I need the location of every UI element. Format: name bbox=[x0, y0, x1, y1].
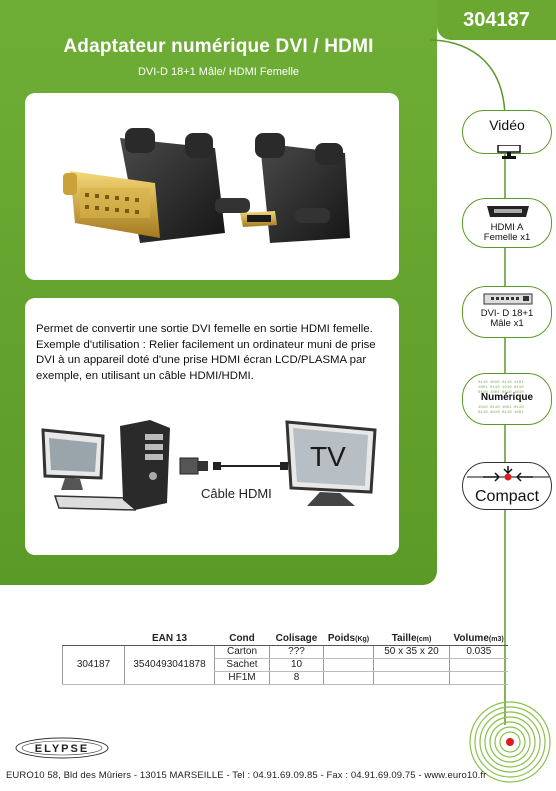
green-panel: Adaptateur numérique DVI / HDMI DVI-D 18… bbox=[0, 0, 437, 585]
tv-label: TV bbox=[310, 441, 346, 472]
product-subtitle: DVI-D 18+1 Mâle/ HDMI Femelle bbox=[137, 66, 300, 78]
table-header-row: EAN 13 Cond Colisage Poids(Kg) Taille(cm… bbox=[62, 632, 508, 646]
header-colisage: Colisage bbox=[269, 632, 324, 646]
poids-cell bbox=[323, 671, 374, 685]
description-text: Permet de convertir une sortie DVI femel… bbox=[36, 323, 376, 382]
ean-cell: 3540493041878 bbox=[124, 645, 215, 685]
description-box: Permet de convertir une sortie DVI femel… bbox=[25, 298, 399, 555]
colisage-cell: 10 bbox=[269, 658, 324, 672]
taille-cell: 50 x 35 x 20 bbox=[373, 645, 450, 659]
hdmi-badge: HDMI A Femelle x1 bbox=[462, 198, 552, 248]
numerique-label: Numérique bbox=[480, 392, 534, 403]
target-rings-icon bbox=[469, 701, 551, 783]
connection-diagram: TV bbox=[41, 420, 377, 511]
table-row: Sachet 10 bbox=[63, 658, 508, 672]
poids-cell bbox=[323, 645, 374, 659]
dvi-type: DVI- D 18+1 bbox=[480, 308, 534, 319]
dvi-port-icon bbox=[483, 293, 533, 305]
product-title: Adaptateur numérique DVI / HDMI bbox=[63, 36, 374, 57]
taille-cell bbox=[373, 671, 450, 685]
packaging-table: EAN 13 Cond Colisage Poids(Kg) Taille(cm… bbox=[62, 632, 508, 685]
volume-cell: 0.035 bbox=[448, 645, 508, 659]
cable-label: Câble HDMI bbox=[201, 486, 272, 501]
product-photo bbox=[25, 93, 399, 280]
volume-cell bbox=[448, 658, 508, 672]
header-taille: Taille(cm) bbox=[373, 632, 450, 646]
taille-cell bbox=[373, 658, 450, 672]
dvi-badge: DVI- D 18+1 Mâle x1 bbox=[462, 286, 552, 338]
footer-contact: EURO10 58, Bld des Mûriers - 13015 MARSE… bbox=[6, 770, 487, 781]
adapter-image bbox=[63, 128, 350, 243]
compact-label: Compact bbox=[474, 488, 540, 505]
svg-text:0110 1001 0110 1010: 0110 1001 0110 1010 bbox=[478, 391, 524, 395]
product-code-tab: 304187 bbox=[437, 0, 556, 40]
dvi-count: Mâle x1 bbox=[490, 318, 524, 329]
volume-cell bbox=[448, 671, 508, 685]
compact-arrows-icon bbox=[467, 466, 549, 482]
cond-cell: HF1M bbox=[214, 671, 270, 685]
colisage-cell: 8 bbox=[269, 671, 324, 685]
monitor-icon bbox=[497, 145, 521, 159]
svg-text:0110 1010 0110 1101: 0110 1010 0110 1101 bbox=[478, 381, 524, 385]
hdmi-type: HDMI A bbox=[490, 222, 524, 233]
cond-cell: Carton bbox=[214, 645, 270, 659]
svg-text:1010 0110 1001 0110: 1010 0110 1001 0110 bbox=[478, 406, 524, 410]
table-row: HF1M 8 bbox=[63, 671, 508, 685]
cond-cell: Sachet bbox=[214, 658, 270, 672]
brand-name: ELYPSE bbox=[35, 743, 89, 755]
elypse-logo: ELYPSE bbox=[15, 737, 109, 759]
poids-cell bbox=[323, 658, 374, 672]
svg-text:0110 1010 0110 1001: 0110 1010 0110 1001 bbox=[478, 411, 524, 415]
colisage-cell: ??? bbox=[269, 645, 324, 659]
compact-badge: Compact bbox=[462, 462, 552, 510]
numerique-badge: 0110 1010 0110 1101 1001 0110 1010 0110 … bbox=[462, 373, 552, 425]
binary-pattern-icon: 0110 1010 0110 1101 1001 0110 1010 0110 … bbox=[478, 381, 524, 415]
hdmi-port-icon bbox=[487, 206, 529, 217]
header-cond: Cond bbox=[214, 632, 270, 646]
header-ean: EAN 13 bbox=[124, 632, 215, 646]
video-label: Vidéo bbox=[489, 117, 525, 133]
ref-cell: 304187 bbox=[62, 645, 125, 685]
header-volume: Volume(m3) bbox=[449, 632, 508, 646]
table-row: 304187 3540493041878 Carton ??? 50 x 35 … bbox=[62, 645, 508, 685]
hdmi-count: Femelle x1 bbox=[483, 232, 531, 243]
svg-text:1001 0110 1010 0110: 1001 0110 1010 0110 bbox=[478, 386, 524, 390]
header-poids: Poids(Kg) bbox=[323, 632, 374, 646]
